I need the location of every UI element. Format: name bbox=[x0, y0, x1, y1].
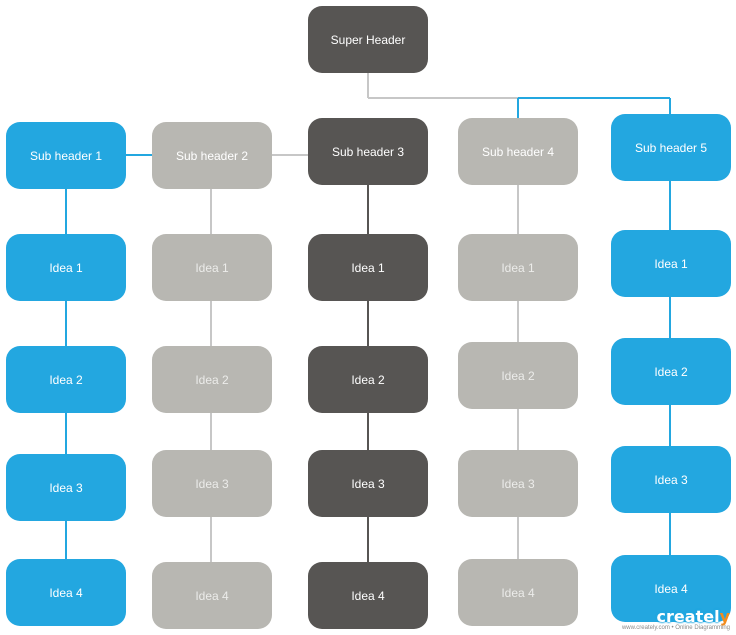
idea-label: Idea 3 bbox=[49, 480, 83, 495]
idea-label: Idea 2 bbox=[49, 372, 83, 387]
column-3-idea-2-node[interactable]: Idea 2 bbox=[308, 346, 428, 413]
idea-label: Idea 4 bbox=[654, 581, 688, 596]
idea-label: Idea 1 bbox=[49, 260, 83, 275]
logo-brand-accent: y bbox=[719, 607, 730, 626]
column-3-idea-4-node[interactable]: Idea 4 bbox=[308, 562, 428, 629]
idea-label: Idea 4 bbox=[501, 585, 535, 600]
idea-label: Idea 4 bbox=[49, 585, 83, 600]
column-4-idea-2-node[interactable]: Idea 2 bbox=[458, 342, 578, 409]
sub-header-1-label: Sub header 1 bbox=[29, 148, 103, 163]
sub-header-2-node[interactable]: Sub header 2 bbox=[152, 122, 272, 189]
column-2-idea-4-node[interactable]: Idea 4 bbox=[152, 562, 272, 629]
logo-brand-main: createl bbox=[656, 607, 720, 626]
idea-label: Idea 4 bbox=[195, 588, 229, 603]
idea-label: Idea 1 bbox=[501, 260, 535, 275]
super-header-node[interactable]: Super Header bbox=[308, 6, 428, 73]
idea-label: Idea 1 bbox=[654, 256, 688, 271]
creately-logo: creately www.creately.com • Online Diagr… bbox=[622, 607, 730, 631]
idea-label: Idea 3 bbox=[654, 472, 688, 487]
idea-label: Idea 2 bbox=[654, 364, 688, 379]
column-1-idea-4-node[interactable]: Idea 4 bbox=[6, 559, 126, 626]
column-5-idea-3-node[interactable]: Idea 3 bbox=[611, 446, 731, 513]
sub-header-3-node[interactable]: Sub header 3 bbox=[308, 118, 428, 185]
sub-header-4-label: Sub header 4 bbox=[481, 144, 555, 159]
idea-label: Idea 2 bbox=[501, 368, 535, 383]
sub-header-5-label: Sub header 5 bbox=[634, 140, 708, 155]
idea-label: Idea 3 bbox=[351, 476, 385, 491]
sub-header-1-node[interactable]: Sub header 1 bbox=[6, 122, 126, 189]
column-1-idea-1-node[interactable]: Idea 1 bbox=[6, 234, 126, 301]
sub-header-5-node[interactable]: Sub header 5 bbox=[611, 114, 731, 181]
column-4-idea-4-node[interactable]: Idea 4 bbox=[458, 559, 578, 626]
idea-label: Idea 3 bbox=[501, 476, 535, 491]
column-2-idea-3-node[interactable]: Idea 3 bbox=[152, 450, 272, 517]
column-3-idea-1-node[interactable]: Idea 1 bbox=[308, 234, 428, 301]
idea-label: Idea 2 bbox=[195, 372, 229, 387]
idea-label: Idea 2 bbox=[351, 372, 385, 387]
column-2-idea-1-node[interactable]: Idea 1 bbox=[152, 234, 272, 301]
idea-label: Idea 3 bbox=[195, 476, 229, 491]
sub-header-2-label: Sub header 2 bbox=[175, 148, 249, 163]
logo-wordmark: creately bbox=[657, 607, 730, 626]
super-header-label: Super Header bbox=[330, 32, 406, 47]
column-4-idea-3-node[interactable]: Idea 3 bbox=[458, 450, 578, 517]
sub-header-3-label: Sub header 3 bbox=[331, 144, 405, 159]
column-5-idea-1-node[interactable]: Idea 1 bbox=[611, 230, 731, 297]
column-1-idea-2-node[interactable]: Idea 2 bbox=[6, 346, 126, 413]
sub-header-4-node[interactable]: Sub header 4 bbox=[458, 118, 578, 185]
column-2-idea-2-node[interactable]: Idea 2 bbox=[152, 346, 272, 413]
column-1-idea-3-node[interactable]: Idea 3 bbox=[6, 454, 126, 521]
column-5-idea-2-node[interactable]: Idea 2 bbox=[611, 338, 731, 405]
column-3-idea-3-node[interactable]: Idea 3 bbox=[308, 450, 428, 517]
idea-label: Idea 1 bbox=[351, 260, 385, 275]
column-5-idea-4-node[interactable]: Idea 4 bbox=[611, 555, 731, 622]
logo-tagline: www.creately.com • Online Diagramming bbox=[621, 625, 730, 631]
idea-label: Idea 4 bbox=[351, 588, 385, 603]
idea-label: Idea 1 bbox=[195, 260, 229, 275]
column-4-idea-1-node[interactable]: Idea 1 bbox=[458, 234, 578, 301]
